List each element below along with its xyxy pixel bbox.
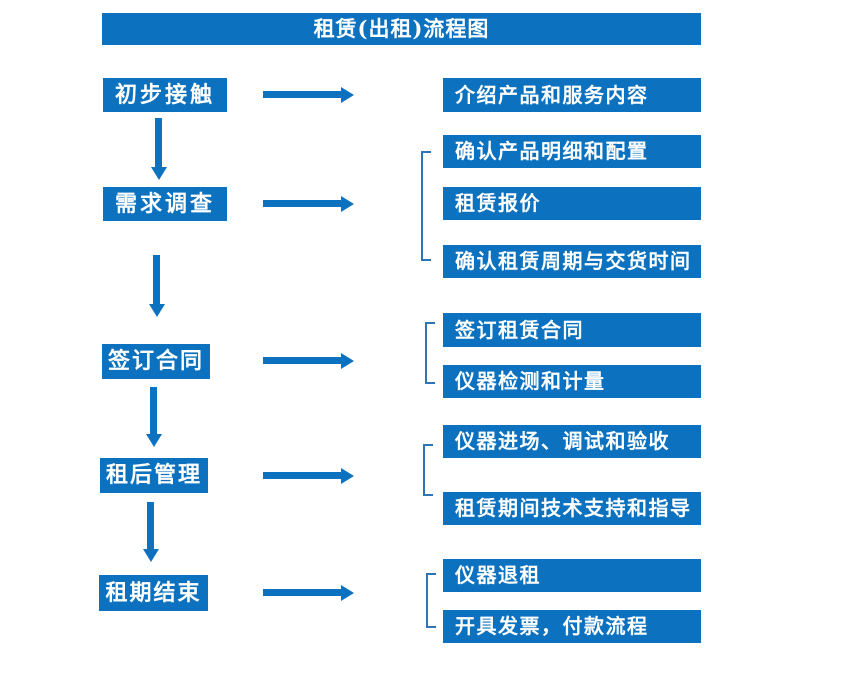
arrow-right-5-icon <box>263 585 354 601</box>
output-box-confirm-details: 确认产品明细和配置 <box>443 135 701 168</box>
page-title: 租赁(出租)流程图 <box>313 16 490 41</box>
arrow-down-3-icon <box>146 387 162 447</box>
arrow-shaft <box>150 387 157 435</box>
group-bracket-demand-survey <box>421 151 431 261</box>
arrow-down-4-icon <box>143 502 159 562</box>
arrow-shaft <box>153 255 160 305</box>
arrow-right-1-icon <box>263 87 354 103</box>
arrow-shaft <box>147 502 154 550</box>
arrow-head <box>341 353 354 369</box>
arrow-shaft <box>263 472 341 479</box>
arrow-head <box>341 585 354 601</box>
group-bracket-rental-end <box>426 573 436 628</box>
arrow-head <box>151 167 167 180</box>
arrow-shaft <box>263 91 341 98</box>
stage-box-initial-contact: 初步接触 <box>103 78 227 112</box>
arrow-down-1-icon <box>151 118 167 180</box>
output-box-instrument-testing: 仪器检测和计量 <box>443 365 701 398</box>
group-bracket-sign-contract <box>425 322 435 384</box>
arrow-head <box>341 87 354 103</box>
arrow-shaft <box>263 357 341 364</box>
stage-box-post-rental-management: 租后管理 <box>100 458 208 493</box>
arrow-down-2-icon <box>149 255 165 317</box>
arrow-head <box>146 434 162 447</box>
arrow-head <box>149 304 165 317</box>
arrow-right-2-icon <box>263 196 354 212</box>
group-bracket-post-rental <box>423 444 433 496</box>
stage-box-rental-end: 租期结束 <box>99 575 208 611</box>
arrow-head <box>143 549 159 562</box>
arrow-shaft <box>263 589 341 596</box>
output-box-sign-rental-contract: 签订租赁合同 <box>443 313 701 347</box>
output-box-invoice-payment: 开具发票，付款流程 <box>443 610 701 643</box>
output-box-confirm-period-delivery: 确认租赁周期与交货时间 <box>443 245 701 278</box>
arrow-shaft <box>155 118 162 168</box>
arrow-head <box>341 196 354 212</box>
arrow-head <box>341 468 354 484</box>
stage-box-demand-survey: 需求调查 <box>103 187 227 221</box>
title-bar: 租赁(出租)流程图 <box>102 13 701 45</box>
output-box-introduce-products: 介绍产品和服务内容 <box>443 78 701 112</box>
output-box-technical-support: 租赁期间技术支持和指导 <box>443 492 701 525</box>
output-box-instrument-return: 仪器退租 <box>443 559 701 592</box>
stage-box-sign-contract: 签订合同 <box>102 344 210 379</box>
output-box-rental-quote: 租赁报价 <box>443 187 701 220</box>
arrow-shaft <box>263 200 341 207</box>
output-box-instrument-setup-acceptance: 仪器进场、调试和验收 <box>443 425 701 458</box>
arrow-right-3-icon <box>263 353 354 369</box>
arrow-right-4-icon <box>263 468 354 484</box>
